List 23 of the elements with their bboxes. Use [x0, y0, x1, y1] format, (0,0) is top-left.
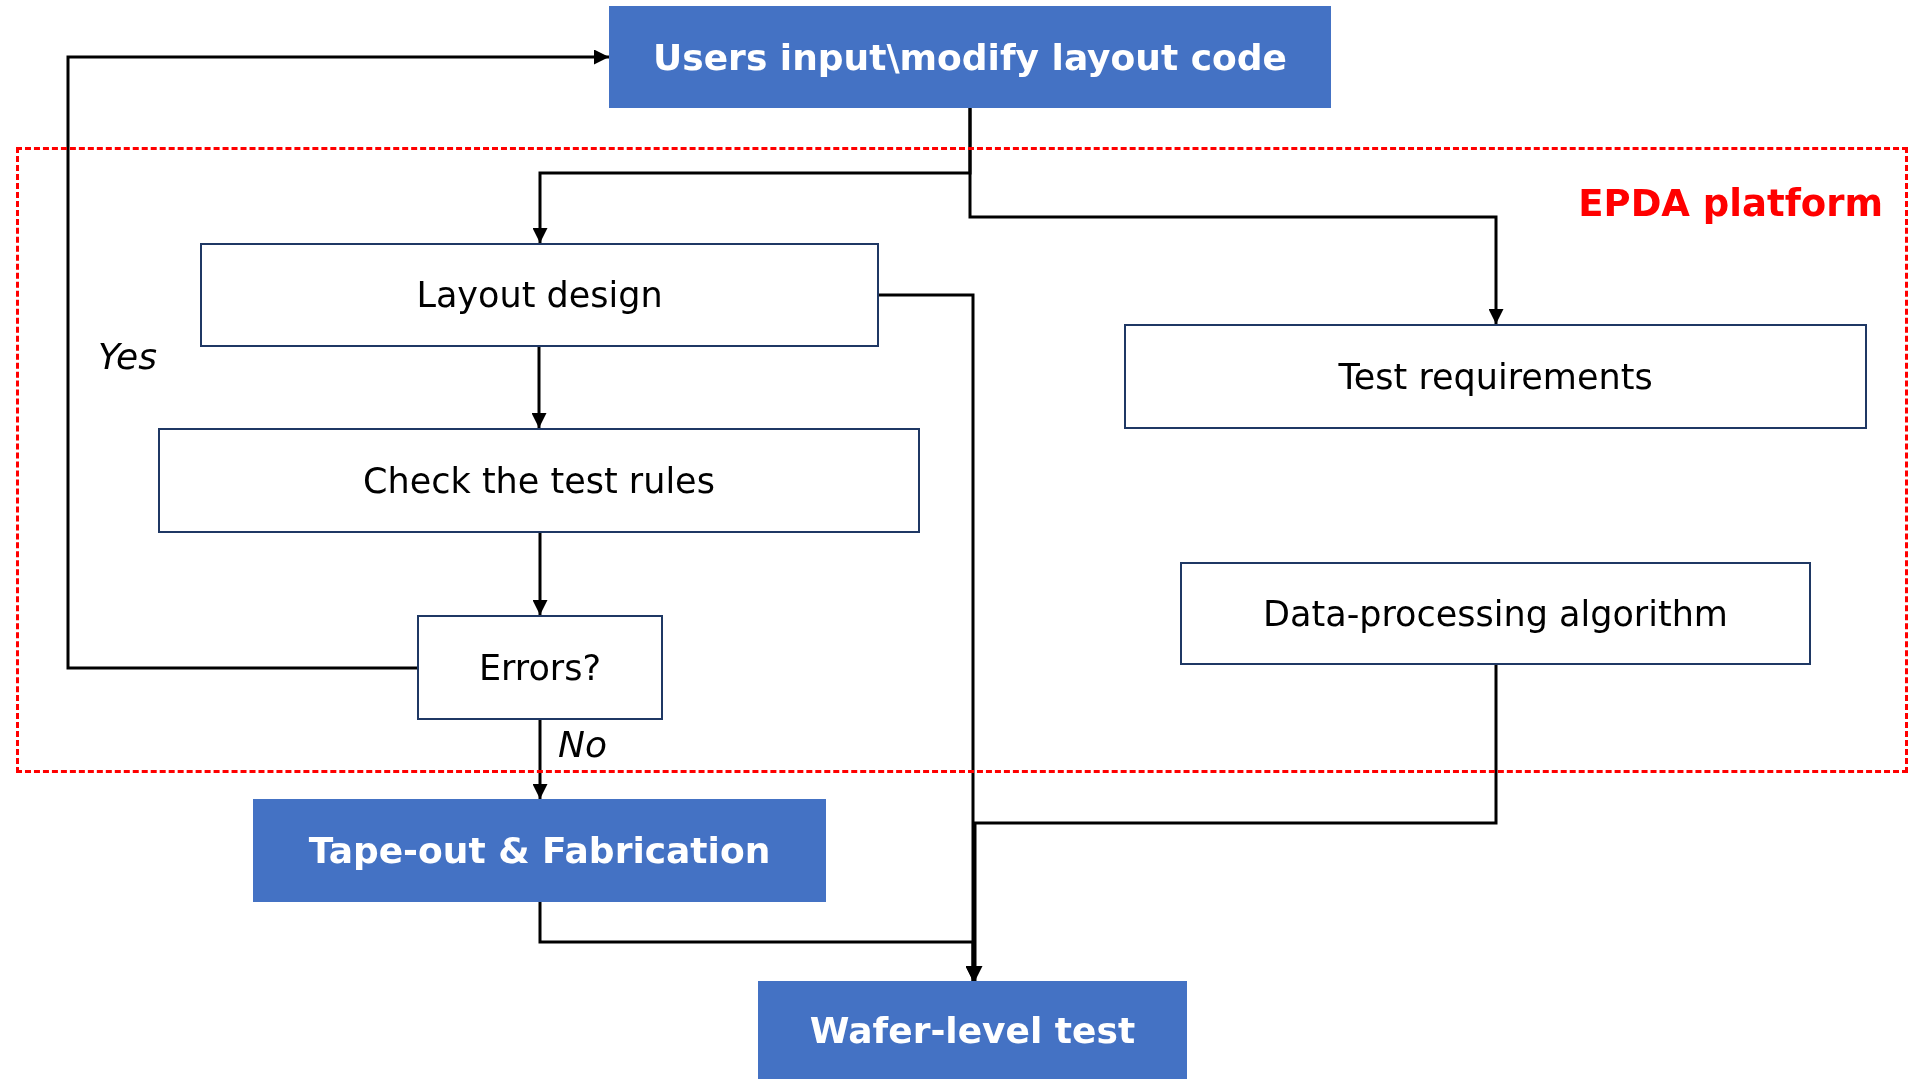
box-label: Users input\modify layout code	[653, 36, 1287, 78]
box-label: Check the test rules	[363, 460, 715, 501]
process-box	[253, 799, 826, 902]
process-box	[200, 243, 879, 347]
process-box	[158, 428, 920, 533]
arrow	[531, 347, 547, 428]
box-label: Errors?	[478, 647, 602, 688]
process-box	[1180, 562, 1811, 665]
process-box	[758, 981, 1187, 1079]
arrow	[66, 49, 609, 670]
process-box	[417, 615, 663, 720]
arrow	[532, 720, 548, 799]
box-label: Layout design	[416, 275, 663, 315]
box-label: Test requirements	[1338, 356, 1653, 397]
box-label: Wafer-level test	[809, 1009, 1136, 1051]
box-label: Data-processing algorithm	[1263, 593, 1728, 634]
region-title: EPDA platform	[1578, 182, 1883, 225]
arrow	[968, 108, 1504, 324]
process-box	[1124, 324, 1867, 429]
box-label: Tape-out & Fabrication	[308, 830, 771, 871]
process-box	[609, 6, 1331, 108]
arrow	[532, 533, 548, 615]
dashed-region	[16, 147, 1908, 773]
